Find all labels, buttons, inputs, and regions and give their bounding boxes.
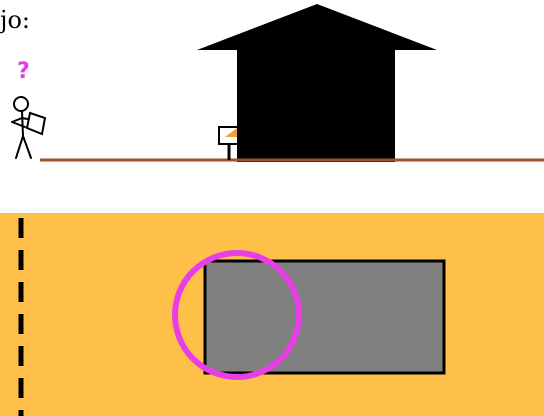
figure-head	[13, 96, 29, 112]
mailbox-icon	[218, 126, 239, 160]
figure-left-arm-lower	[11, 121, 26, 128]
mailbox-flag	[225, 128, 237, 137]
house-roof	[197, 4, 437, 50]
figure-left-leg	[15, 135, 24, 159]
figure-left-arm-upper	[11, 117, 23, 123]
letter-paper	[25, 111, 47, 136]
house-silhouette-icon	[197, 4, 437, 162]
caption-text: jo:	[0, 6, 30, 34]
house-body	[237, 48, 395, 162]
house-footprint	[203, 259, 446, 375]
stick-figure-reading-letter-icon	[11, 96, 47, 159]
figure-right-leg	[22, 135, 32, 159]
highlight-circle	[172, 250, 302, 380]
question-mark: ?	[17, 59, 30, 84]
figure-torso	[21, 110, 24, 137]
